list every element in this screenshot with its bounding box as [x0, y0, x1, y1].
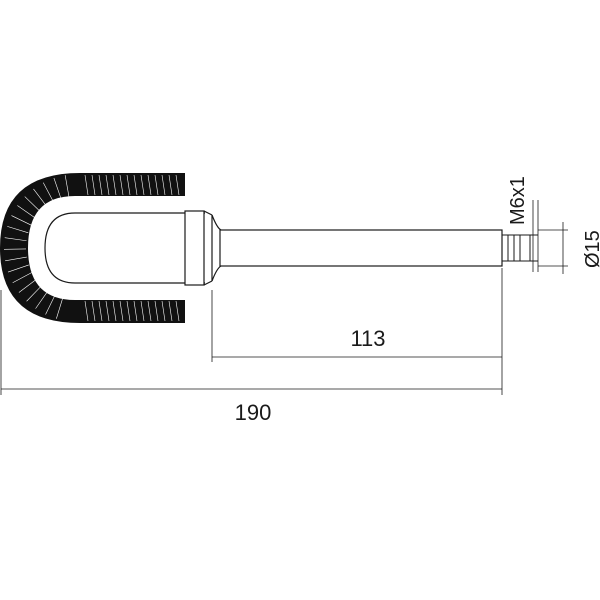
bristle-tuft: [0, 173, 185, 323]
wire-core: [44, 212, 205, 284]
ferrule: [184, 210, 222, 286]
diameter-label: Ø15: [582, 230, 600, 268]
bristle-texture: [4, 174, 180, 322]
brush-head: [0, 173, 205, 323]
diameter-dimension: Ø15: [538, 222, 600, 274]
shaft-length-label: 113: [350, 326, 385, 351]
overall-length-label: 190: [235, 400, 272, 425]
overall-length-dimension: 190: [0, 290, 502, 425]
thread-label: M6x1: [507, 176, 529, 225]
shaft-length-dimension: 113: [211, 268, 503, 395]
thread-dimension: M6x1: [507, 176, 539, 272]
shaft: [219, 229, 538, 267]
